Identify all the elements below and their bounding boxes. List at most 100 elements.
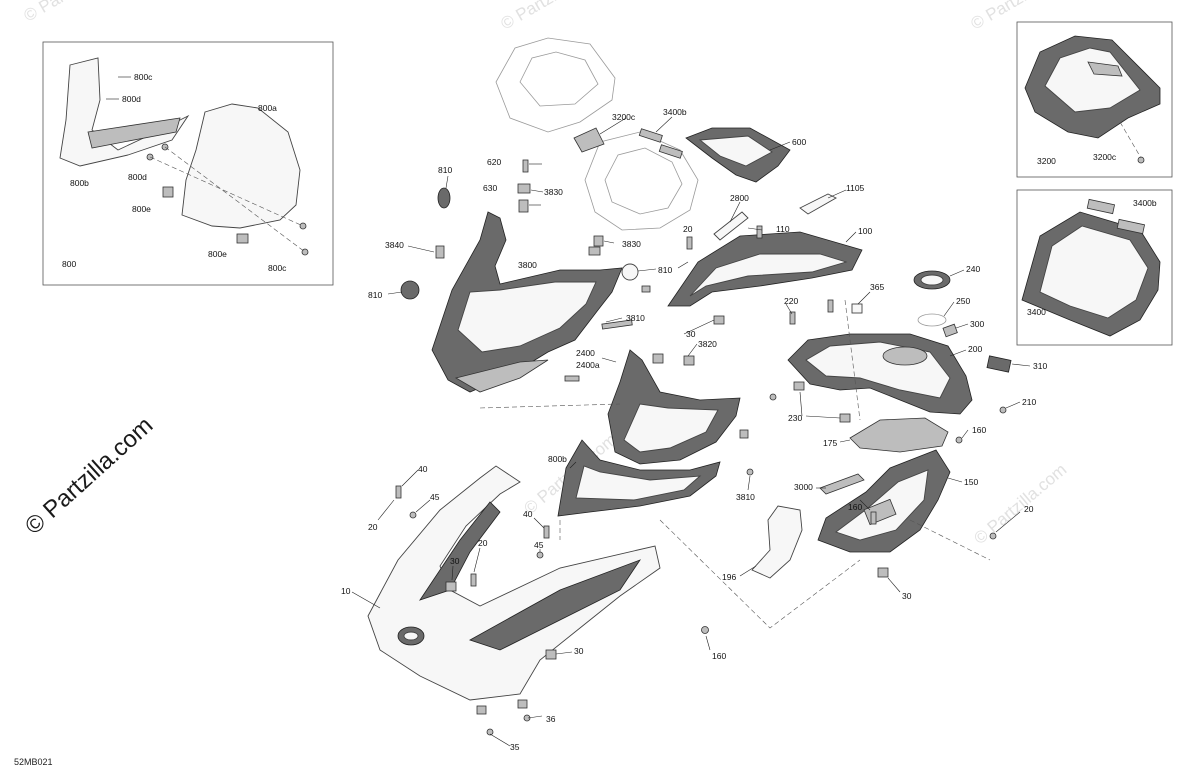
callout-810: 810 <box>368 290 382 300</box>
callout-10: 10 <box>341 586 351 596</box>
leader-line <box>407 245 435 253</box>
trim-2800 <box>713 211 749 241</box>
storage-tray-ghost <box>584 131 699 231</box>
cover-310 <box>986 355 1012 373</box>
callout-labels: 620 630 3830 810 3840 3800 810 3830 810 … <box>341 107 1047 752</box>
nut-800c <box>301 248 309 256</box>
leader-line <box>949 269 965 277</box>
leader-line <box>473 547 481 573</box>
console-200 <box>787 333 973 415</box>
windshield-800a <box>181 103 301 229</box>
callout-2800: 2800 <box>730 193 749 203</box>
cover-vent <box>1087 61 1123 77</box>
nut-36 <box>517 699 528 709</box>
nut-300 <box>942 323 958 338</box>
fastener-group-upper <box>435 159 763 382</box>
leader-line <box>599 117 627 135</box>
pad-3400b <box>1086 198 1116 215</box>
callout-20: 20 <box>368 522 378 532</box>
headlight-fairing-2400 <box>607 349 741 465</box>
leader-line <box>677 261 689 269</box>
callout-240: 240 <box>966 264 980 274</box>
washer-45 <box>409 511 417 519</box>
callout-3830: 3830 <box>622 239 641 249</box>
screw-20 <box>686 236 693 250</box>
seal-250 <box>917 313 947 327</box>
leader-line <box>747 475 751 491</box>
screw-620 <box>522 159 529 173</box>
callout-label: 800d <box>128 172 147 182</box>
leader-line <box>527 715 543 719</box>
leader-line <box>637 268 657 272</box>
leader-line <box>827 189 847 199</box>
leader-line <box>943 301 955 317</box>
cover-ghost-face <box>519 51 599 107</box>
screw-160 <box>870 511 877 525</box>
callout-3000: 3000 <box>794 482 813 492</box>
screw-20 <box>470 573 477 587</box>
leader-line <box>451 565 454 581</box>
callout-40: 40 <box>418 464 428 474</box>
callout-3800: 3800 <box>518 260 537 270</box>
inset-box-3400: 3400b 3400 <box>1016 189 1173 346</box>
clip-30 <box>545 649 557 660</box>
callout-40: 40 <box>523 509 533 519</box>
leader-line <box>445 175 449 189</box>
leader-line <box>857 291 871 305</box>
leader-line <box>947 477 963 483</box>
callout-365: 365 <box>870 282 884 292</box>
clip-30 <box>713 315 725 325</box>
leader-line <box>377 499 395 521</box>
leader-line <box>1005 401 1021 409</box>
pad-3400b <box>1116 218 1146 235</box>
trim-3000 <box>819 473 865 495</box>
side-panel-face <box>689 253 848 297</box>
callout-20: 20 <box>478 538 488 548</box>
leader-line <box>729 201 741 223</box>
leader-line <box>683 319 715 335</box>
washer <box>769 393 777 401</box>
callout-110: 110 <box>776 224 790 234</box>
bolt <box>564 375 580 382</box>
inset-box-3200: 3200 3200c <box>1016 21 1173 178</box>
tray-ghost-interior <box>604 147 683 215</box>
callout-800b: 800b <box>548 454 567 464</box>
dash-line <box>909 519 991 561</box>
watermark: © Partzilla.com <box>21 0 130 25</box>
leader-line <box>859 499 871 511</box>
leader-line <box>995 511 1021 533</box>
diagram-code: 52MB021 <box>14 757 53 767</box>
callout-30: 30 <box>902 591 912 601</box>
screw-20 <box>989 532 997 540</box>
callout-3830: 3830 <box>544 187 563 197</box>
callout-250: 250 <box>956 296 970 306</box>
trim-1105 <box>799 193 837 215</box>
callout-20: 20 <box>683 224 693 234</box>
fairing-grommet-inner <box>403 631 419 641</box>
callout-label: 3400b <box>1133 198 1157 208</box>
leader-line <box>655 116 673 133</box>
callout-label: 800b <box>70 178 89 188</box>
storage-cover-ghost <box>495 37 616 133</box>
leader-line <box>605 317 623 323</box>
washer-45 <box>536 551 544 559</box>
leader-line <box>351 591 381 609</box>
assembly-line <box>1119 121 1142 159</box>
callout-230: 230 <box>788 413 802 423</box>
pad-800e <box>236 233 249 244</box>
watermark: © Partzilla.com <box>498 0 607 33</box>
screw-40 <box>543 525 550 539</box>
clip-30 <box>445 581 457 592</box>
callout-200: 200 <box>968 344 982 354</box>
pad-3400b <box>638 128 663 143</box>
bracket-196 <box>751 505 803 579</box>
callout-100: 100 <box>858 226 872 236</box>
callout-160: 160 <box>848 502 862 512</box>
callout-label: 3200c <box>1093 152 1117 162</box>
callout-label: 800c <box>134 72 153 82</box>
leader-line <box>785 303 793 315</box>
leader-line <box>887 577 901 593</box>
nut-210 <box>999 406 1007 414</box>
clip <box>739 429 749 439</box>
